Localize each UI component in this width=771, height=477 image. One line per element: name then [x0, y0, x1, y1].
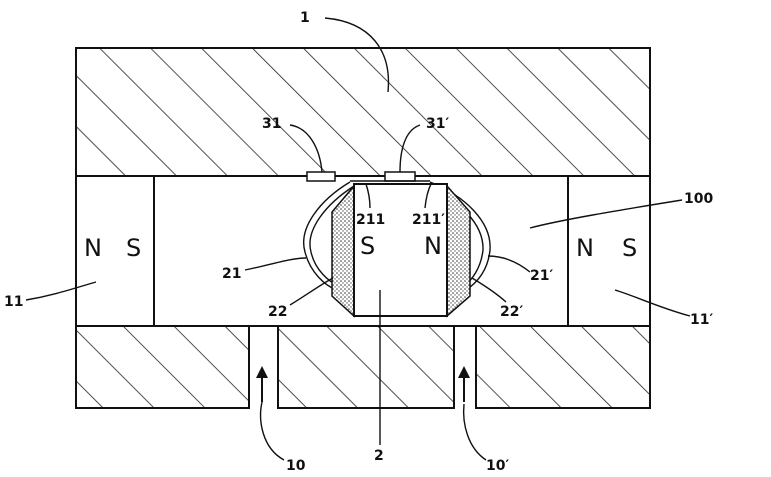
left-magnet-n: N	[84, 234, 102, 262]
label-magnet-right: 11′	[690, 312, 713, 328]
bottom-housing-left	[76, 326, 249, 408]
label-sensor-inner-right: 211′	[412, 212, 445, 228]
label-center-magnet: 2	[374, 448, 384, 464]
bottom-housing-right	[476, 326, 650, 408]
label-housing: 1	[300, 10, 310, 26]
label-magnet-left: 11	[4, 294, 23, 310]
leader-arrow-right	[464, 404, 486, 460]
label-sensor-left: 31	[262, 116, 281, 132]
left-magnet-s: S	[126, 234, 141, 262]
label-arrow-left: 10	[286, 458, 306, 474]
bottom-housing-middle	[278, 326, 454, 408]
label-membrane-left: 21	[222, 266, 241, 282]
label-arrow-right: 10′	[486, 458, 509, 474]
label-gap: 100	[684, 191, 713, 207]
right-magnet-n: N	[576, 234, 594, 262]
label-sensor-inner-left: 211	[356, 212, 385, 228]
label-pad-right: 22′	[500, 304, 523, 320]
label-sensor-right: 31′	[426, 116, 449, 132]
sensor-right	[385, 172, 415, 181]
top-housing-block	[76, 48, 650, 176]
right-magnet-s: S	[622, 234, 637, 262]
center-magnet-n: N	[424, 232, 442, 260]
sensor-left	[307, 172, 335, 181]
leader-arrow-left	[261, 402, 284, 460]
center-magnet-s: S	[360, 232, 375, 260]
label-membrane-right: 21′	[530, 268, 553, 284]
label-pad-left: 22	[268, 304, 287, 320]
